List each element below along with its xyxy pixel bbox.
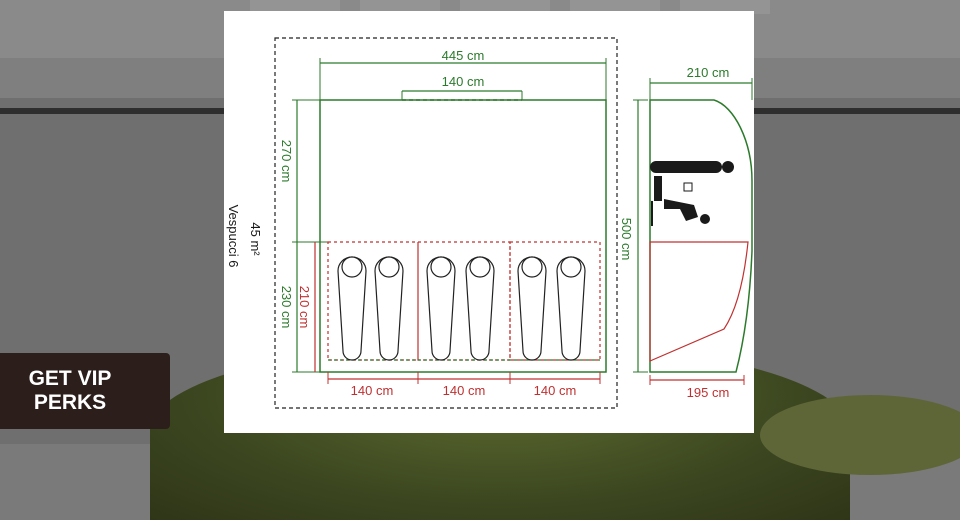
people-icon (650, 161, 734, 226)
product-name: Vespucci 6 (226, 205, 241, 268)
side-view-outline (649, 99, 753, 373)
nav-ghost (680, 0, 770, 14)
floorplan-diagram: 445 cm 140 cm 270 cm 230 cm 210 cm (226, 37, 753, 409)
sleeping-bag (465, 256, 495, 361)
side-bedroom-outline (649, 241, 749, 362)
sleeping-bags (337, 256, 586, 361)
sleeping-bag (426, 256, 456, 361)
living-depth-label: 270 cm (279, 140, 294, 183)
bedroom-3 (509, 241, 601, 361)
nav-ghost (250, 0, 340, 14)
sleeping-bag (556, 256, 586, 361)
nav-ghost (360, 0, 440, 14)
total-length-label: 500 cm (619, 218, 634, 261)
sleeping-bag (337, 256, 367, 361)
get-vip-perks-button[interactable]: GET VIP PERKS (0, 353, 170, 429)
side-height-label: 210 cm (687, 65, 730, 80)
area-label: 45 m² (248, 222, 263, 256)
floorplan-lightbox: 445 cm 140 cm 270 cm 230 cm 210 cm (224, 11, 754, 433)
bedroom-1-width-label: 140 cm (351, 383, 394, 398)
bedroom-2-width-label: 140 cm (443, 383, 486, 398)
tent-body-outline (319, 99, 607, 373)
sleeping-bag (374, 256, 404, 361)
nav-ghost (460, 0, 550, 14)
bedroom-3-width-label: 140 cm (534, 383, 577, 398)
side-bedroom-length-label: 195 cm (687, 385, 730, 400)
sleeping-bag (517, 256, 547, 361)
bedroom-depth-inner-label: 210 cm (297, 286, 312, 329)
footprint-outline (274, 37, 618, 409)
bedroom-depth-outer-label: 230 cm (279, 286, 294, 329)
overall-width-label: 445 cm (442, 48, 485, 63)
nav-ghost (570, 0, 660, 14)
door-width-label: 140 cm (442, 74, 485, 89)
